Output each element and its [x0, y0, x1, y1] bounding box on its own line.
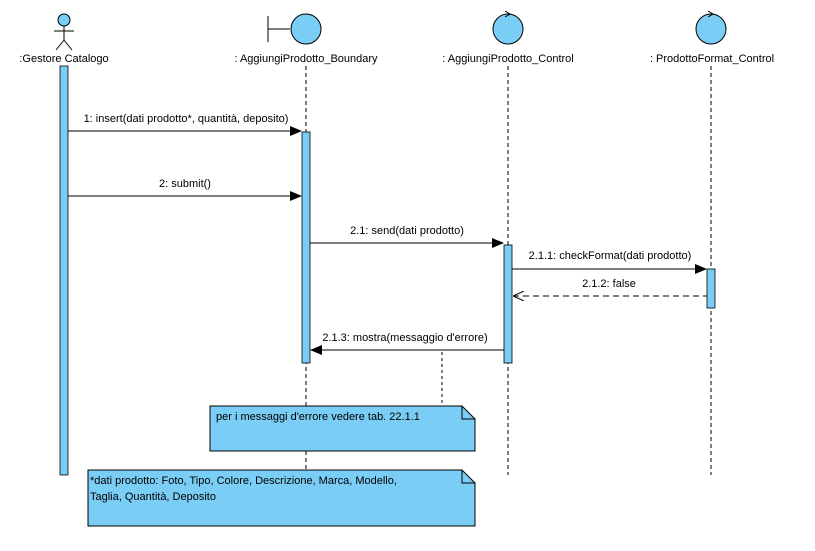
actor-label: :Gestore Catalogo — [19, 53, 108, 65]
control-icon — [492, 10, 524, 45]
note-fold-corner — [461, 406, 475, 420]
message-false-label: 2.1.2: false — [582, 278, 636, 290]
note-fold-corner — [461, 470, 475, 484]
note-product-data-line2: Taglia, Quantità, Deposito — [90, 491, 216, 503]
actor-icon — [54, 13, 74, 51]
control-icon — [695, 10, 727, 45]
note-product-data — [87, 469, 476, 527]
message-send-label: 2.1: send(dati prodotto) — [350, 225, 464, 237]
control2-label: : ProdottoFormat_Control — [650, 53, 774, 65]
control1-activation-bar — [503, 244, 513, 364]
actor-activation-bar — [59, 65, 69, 476]
note-error-messages-text: per i messaggi d'errore vedere tab. 22.1… — [216, 411, 420, 423]
boundary-label: : AggiungiProdotto_Boundary — [234, 53, 378, 65]
note-error-messages — [209, 405, 476, 452]
note-product-data-line1: *dati prodotto: Foto, Tipo, Colore, Desc… — [90, 475, 397, 487]
message-mostra-label: 2.1.3: mostra(messaggio d'errore) — [322, 332, 487, 344]
boundary-icon — [267, 13, 322, 45]
control1-label: : AggiungiProdotto_Control — [442, 53, 573, 65]
message-checkformat-label: 2.1.1: checkFormat(dati prodotto) — [529, 250, 692, 262]
boundary-activation-bar — [301, 131, 311, 364]
message-submit-label: 2: submit() — [159, 178, 211, 190]
message-insert-label: 1: insert(dati prodotto*, quantità, depo… — [84, 113, 289, 125]
control2-activation-bar — [706, 268, 716, 309]
